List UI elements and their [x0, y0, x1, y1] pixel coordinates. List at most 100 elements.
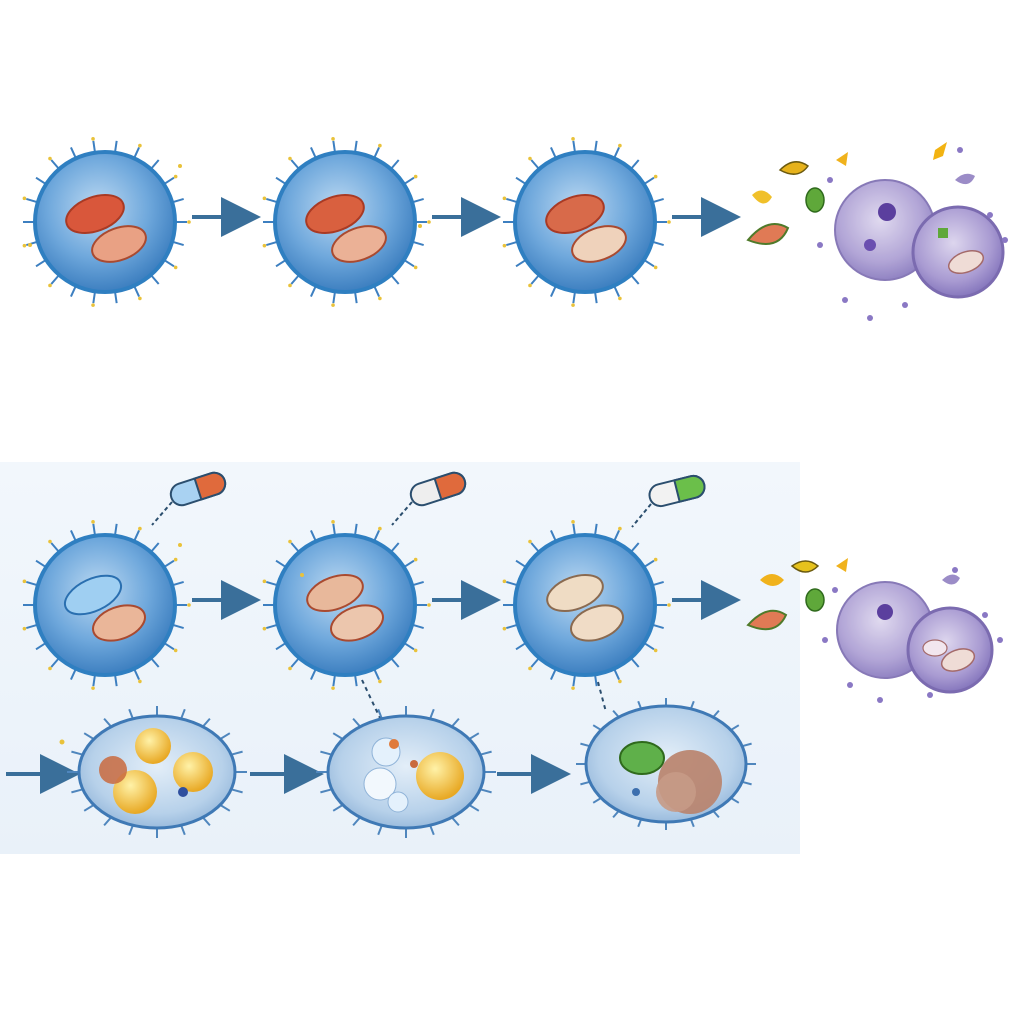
cell-spike: [451, 816, 460, 827]
debris-dot: [957, 147, 963, 153]
spike-tip: [22, 579, 27, 584]
cell-spike: [70, 668, 77, 681]
cell-spike: [353, 674, 358, 687]
healthy-cell-icon: [262, 520, 431, 690]
cell-spike: [103, 717, 112, 728]
spike-tip: [173, 557, 178, 562]
cell-spike: [468, 804, 480, 812]
spike-tip: [618, 679, 622, 684]
debris-dot: [827, 177, 833, 183]
cell-spike: [133, 668, 140, 681]
spike-tip: [618, 526, 622, 531]
cell-spike: [332, 674, 337, 687]
spike-tip: [48, 539, 52, 544]
cell-spike: [113, 674, 118, 687]
cell-debris-icon: [746, 142, 975, 245]
vacuole-row: [6, 698, 756, 838]
cell-spike: [92, 523, 97, 536]
debris-dot: [997, 637, 1003, 643]
capsule-drug-icon: [169, 471, 227, 507]
spike-tip: [138, 143, 142, 148]
purple-particles: [817, 147, 1008, 703]
spike-tip: [187, 603, 191, 607]
spike-tip: [667, 603, 671, 607]
mitochondrion-icon: [331, 225, 387, 263]
cell-spike: [479, 788, 492, 794]
cell-spike: [451, 717, 460, 728]
spike-tip: [48, 283, 52, 288]
cell-spike: [310, 529, 317, 542]
vacuole-cell-icon: [316, 706, 496, 838]
capsule-pointer: [151, 501, 173, 526]
mitochondrion-icon: [63, 574, 123, 616]
mitochondrion-icon: [570, 604, 624, 642]
spike-tip: [571, 686, 575, 690]
healthy-cell-icon: [262, 137, 431, 307]
connector-line: [361, 679, 381, 719]
spike-tip: [413, 265, 418, 270]
spike-tip: [571, 520, 575, 524]
capsule-drug-icon: [409, 471, 467, 507]
spike-tip: [91, 520, 95, 524]
capsule-pointer: [391, 501, 413, 526]
cell-spike: [113, 523, 118, 536]
spike-tip: [173, 265, 178, 270]
cell-spike: [352, 816, 361, 827]
spike-tip: [427, 220, 431, 224]
healthy-cell-icon: [22, 137, 191, 307]
mitochondrion-icon: [545, 194, 605, 234]
mitochondrion-icon: [91, 225, 147, 263]
debris-dot: [817, 242, 823, 248]
cell-spike: [113, 291, 118, 304]
spike-tip: [91, 303, 95, 307]
spike-tip: [288, 156, 292, 161]
cell-spike: [219, 732, 231, 740]
cell-spike: [35, 259, 47, 268]
cell-spike: [332, 804, 344, 812]
particles: [28, 164, 422, 745]
mitochondrion-icon: [92, 604, 146, 642]
spike-tip: [502, 243, 507, 248]
capsule-pointer: [631, 503, 652, 528]
cell-spike: [429, 824, 435, 836]
cell-spike: [83, 732, 95, 740]
vacuole-cell-icon: [576, 698, 756, 830]
cell-spike: [332, 732, 344, 740]
spike-tip: [427, 603, 431, 607]
debris-dot: [832, 587, 838, 593]
mitochondrion-icon: [305, 194, 365, 234]
spike-tip: [502, 626, 507, 631]
healthy-cell-icon: [22, 520, 191, 690]
spike-tip: [288, 539, 292, 544]
spike-tip: [413, 174, 418, 179]
cell-spike: [479, 750, 492, 756]
spike-tip: [91, 686, 95, 690]
cell-spike: [613, 668, 620, 681]
mitochondrion-icon: [330, 604, 384, 642]
spike-tip: [262, 243, 267, 248]
cell-spike: [230, 750, 243, 756]
spike-tip: [378, 143, 382, 148]
connector-line: [597, 681, 607, 713]
spike-tip: [618, 296, 622, 301]
cell-spike: [202, 816, 211, 827]
spike-tip: [653, 174, 658, 179]
debris-dot: [1002, 237, 1008, 243]
spike-tip: [413, 557, 418, 562]
cell-spike: [377, 708, 383, 720]
cell-spike: [230, 788, 243, 794]
vacuole-cell-icon: [67, 706, 247, 838]
spike-tip: [48, 666, 52, 671]
cell-spike: [352, 717, 361, 728]
debris-dot: [927, 692, 933, 698]
spike-tip: [571, 303, 575, 307]
capsule-drug-icon: [648, 474, 706, 508]
cell-spike: [353, 523, 358, 536]
mitochondrion-icon: [65, 194, 125, 234]
spike-tip: [173, 174, 178, 179]
spike-tip: [138, 679, 142, 684]
cell-spike: [320, 750, 333, 756]
cell-spike: [35, 642, 47, 651]
spike-tip: [22, 626, 27, 631]
spike-tip: [528, 539, 532, 544]
